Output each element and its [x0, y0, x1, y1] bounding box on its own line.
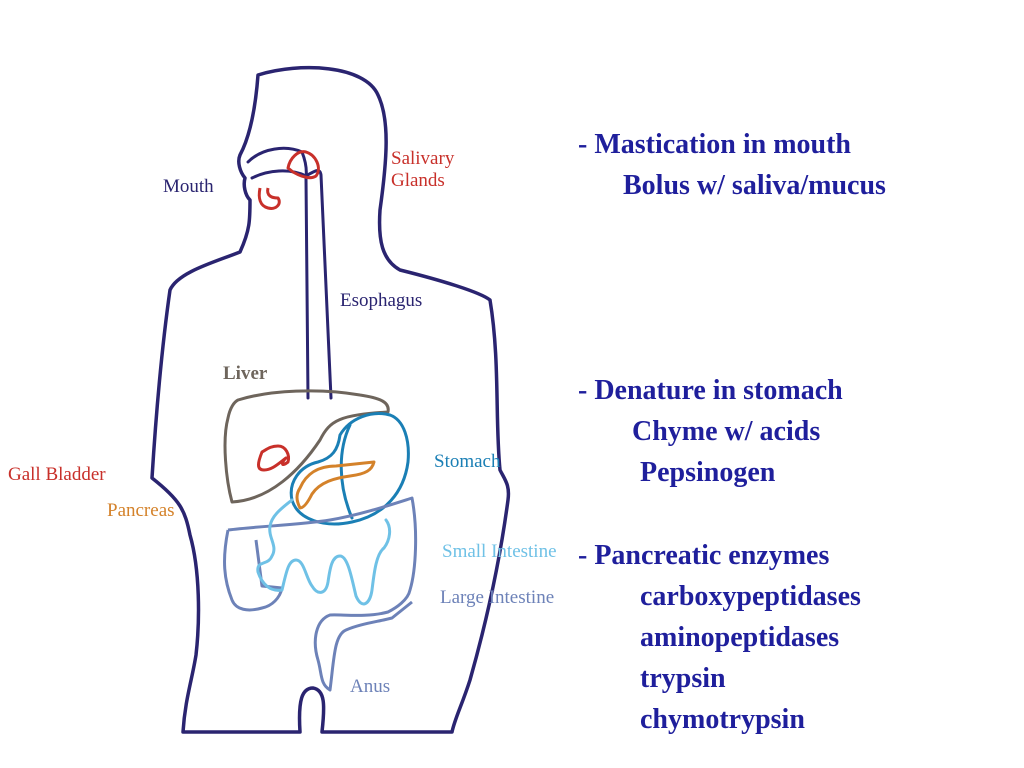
esophagus-tube-left [300, 150, 310, 400]
mastication-note: - Mastication in mouth Bolus w/ saliva/m… [578, 124, 886, 206]
pancreatic-enzymes-note: - Pancreatic enzymes carboxypeptidases a… [578, 535, 861, 740]
small-intestine-shape [256, 498, 392, 606]
enzyme-item: chymotrypsin [640, 704, 805, 735]
liver-label: Liver [223, 363, 268, 384]
salivary-glands-label-line2: Glands [391, 170, 445, 191]
enzyme-item: aminopeptidases [640, 622, 840, 653]
pancreas-label: Pancreas [107, 500, 175, 521]
stomach-inner-curve [339, 423, 354, 520]
salivary-gland-lower [257, 187, 281, 210]
body-outline [150, 65, 511, 734]
esophagus-tube-right [304, 169, 333, 400]
large-intestine-label: Large Intestine [440, 587, 555, 608]
stomach-label: Stomach [434, 451, 501, 472]
pancreas-shape [295, 460, 376, 510]
salivary-glands-label: Salivary Glands [391, 148, 454, 192]
mastication-detail: Bolus w/ saliva/mucus [623, 170, 886, 201]
liver-shape [223, 389, 390, 504]
stomach-detail-pepsinogen: Pepsinogen [640, 457, 776, 488]
gall-bladder-label: Gall Bladder [8, 464, 106, 485]
stomach-detail-chyme: Chyme w/ acids [632, 416, 821, 447]
oral-cavity-top [246, 146, 304, 164]
small-intestine-label: Small Intestine [442, 541, 557, 562]
gall-bladder-shape [257, 444, 290, 472]
pancreatic-heading: - Pancreatic enzymes [578, 540, 830, 571]
mouth-label: Mouth [163, 176, 214, 197]
oral-cavity-bottom [250, 169, 308, 180]
anus-label: Anus [350, 676, 391, 697]
stomach-shape [289, 412, 410, 526]
esophagus-label: Esophagus [340, 290, 423, 311]
large-intestine-shape [223, 496, 418, 692]
enzyme-item: trypsin [640, 663, 726, 694]
mastication-heading: - Mastication in mouth [578, 129, 851, 160]
stomach-heading: - Denature in stomach [578, 375, 843, 406]
enzyme-item: carboxypeptidases [640, 581, 861, 612]
salivary-glands-label-line1: Salivary [391, 148, 455, 169]
stomach-note: - Denature in stomach Chyme w/ acids Pep… [578, 370, 843, 493]
salivary-gland-upper [286, 150, 320, 180]
